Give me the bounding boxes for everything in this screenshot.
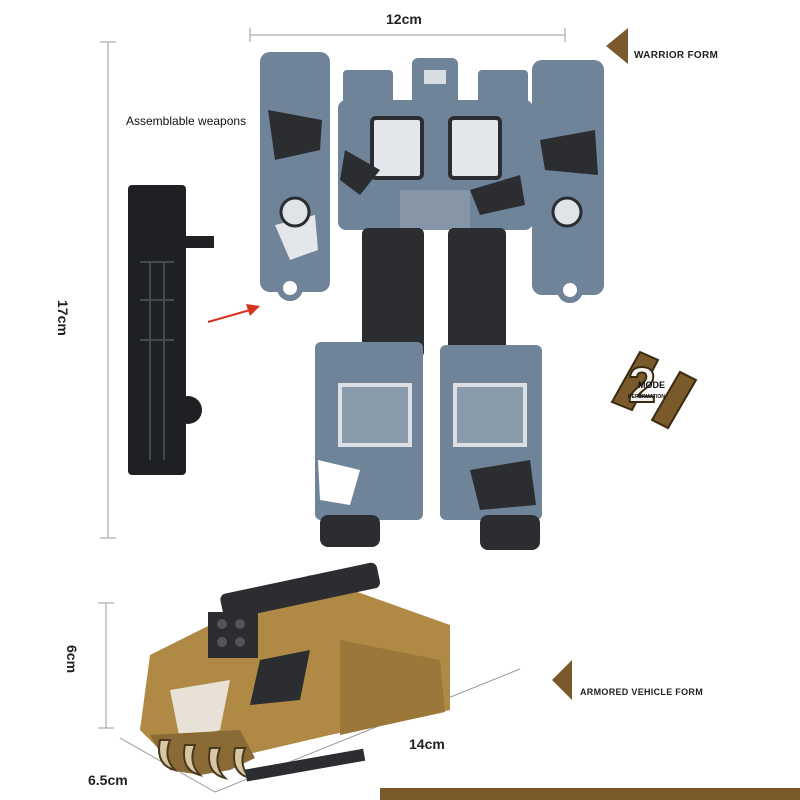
width-dimension-line — [249, 28, 566, 42]
badge-number: 2 — [628, 357, 656, 413]
vehicle-height-line — [98, 602, 114, 729]
two-mode-badge: 2 MODE DEFORMATION — [610, 350, 698, 430]
weapon-accessory — [128, 185, 214, 475]
badge-top-text: MODE — [638, 380, 665, 390]
weapons-note: Assemblable weapons — [126, 114, 247, 128]
weapon-callout-arrow — [207, 304, 260, 323]
tank-figure — [140, 562, 450, 782]
vehicle-width-label: 6.5cm — [88, 772, 128, 788]
badge-bottom-text: DEFORMATION — [628, 394, 665, 400]
vehicle-height-label: 6cm — [64, 645, 80, 674]
robot-width-label: 12cm — [386, 11, 422, 27]
vehicle-form-marker — [552, 660, 572, 700]
warrior-form-label: WARRIOR FORM — [634, 50, 719, 61]
bottom-decor-bar — [380, 788, 800, 800]
robot-figure — [260, 52, 604, 550]
vehicle-form-label: ARMORED VEHICLE FORM — [580, 687, 703, 697]
warrior-form-marker — [606, 28, 628, 64]
vehicle-length-label: 14cm — [409, 736, 445, 752]
height-dimension-line — [100, 41, 116, 539]
robot-height-label: 17cm — [55, 300, 71, 336]
